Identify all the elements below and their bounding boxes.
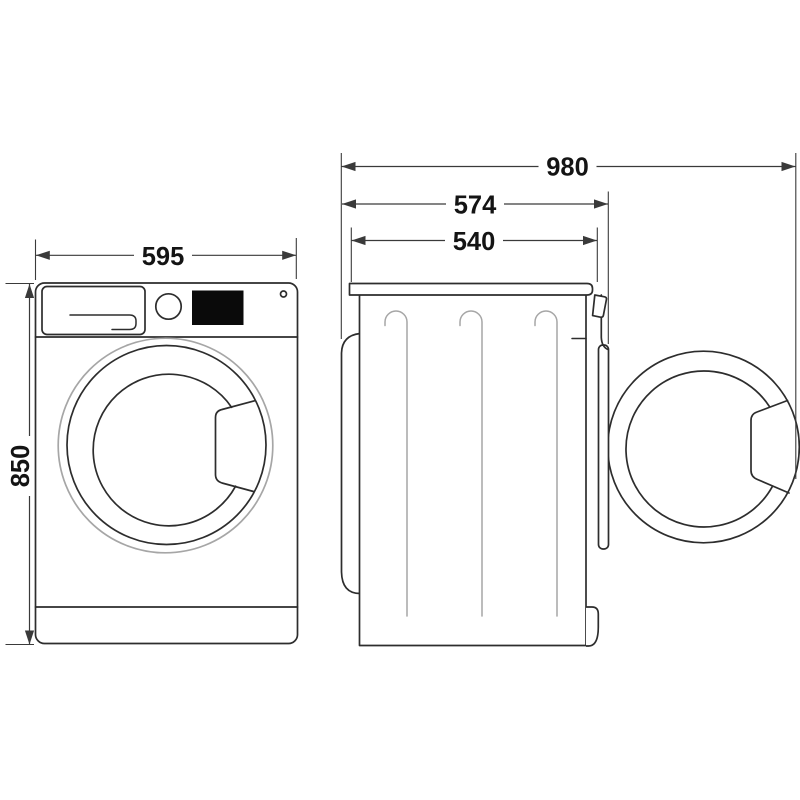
dimension-total-depth: 574 bbox=[342, 189, 608, 220]
label-background bbox=[446, 189, 504, 219]
arrowhead-right-icon bbox=[781, 161, 796, 172]
arrowhead-left-icon bbox=[35, 250, 50, 260]
rib-line bbox=[534, 310, 558, 617]
front-face-edge bbox=[600, 294, 609, 351]
dimension-height: 850 bbox=[4, 284, 35, 645]
dim-label-height: 850 bbox=[7, 445, 35, 488]
rear-bulge bbox=[340, 332, 361, 595]
dim-label-cabinet-depth: 540 bbox=[453, 228, 496, 256]
arrowhead-left-icon bbox=[341, 161, 356, 172]
display-screen bbox=[192, 290, 244, 325]
dim-label-front-width: 595 bbox=[142, 243, 185, 271]
door-handle-recess bbox=[214, 399, 256, 493]
door-rim bbox=[66, 344, 267, 546]
rib-line bbox=[459, 310, 483, 617]
arrowhead-right-icon bbox=[583, 235, 597, 246]
top-lid bbox=[348, 282, 594, 296]
side-cabinet bbox=[358, 293, 587, 647]
door-drum bbox=[92, 373, 237, 527]
label-background bbox=[4, 436, 34, 496]
rib-line bbox=[384, 310, 408, 617]
label-background bbox=[134, 240, 192, 270]
front-foot bbox=[586, 606, 600, 647]
arrowhead-right-icon bbox=[282, 250, 297, 260]
power-button bbox=[279, 290, 288, 298]
dimension-annotations: 980 574 540 595 bbox=[4, 151, 797, 646]
label-background bbox=[445, 225, 503, 256]
open-door-inner-ring bbox=[625, 370, 774, 528]
side-view bbox=[340, 282, 800, 647]
open-door-outer-ring bbox=[606, 350, 800, 544]
front-trim-strip bbox=[597, 344, 610, 550]
dim-label-total-depth: 574 bbox=[454, 192, 497, 220]
dim-label-depth-door-open: 980 bbox=[546, 154, 589, 182]
open-door-handle-recess bbox=[750, 399, 790, 494]
label-background bbox=[538, 151, 597, 182]
door-hinge bbox=[591, 294, 608, 319]
door-bezel-ring bbox=[57, 337, 274, 554]
dimension-cabinet-depth: 540 bbox=[351, 225, 597, 256]
program-knob bbox=[154, 292, 183, 321]
detergent-drawer bbox=[41, 285, 146, 336]
arrowhead-right-icon bbox=[594, 199, 608, 209]
drawer-handle-line bbox=[69, 314, 137, 331]
side-panel-ribs bbox=[384, 310, 558, 617]
arrowhead-left-icon bbox=[342, 199, 356, 209]
arrowhead-up-icon bbox=[24, 284, 35, 298]
dimension-depth-door-open: 980 bbox=[341, 151, 796, 182]
arrowhead-left-icon bbox=[351, 235, 366, 246]
front-view bbox=[34, 282, 299, 645]
arrowhead-down-icon bbox=[24, 630, 35, 645]
dimension-front-width: 595 bbox=[35, 240, 297, 271]
